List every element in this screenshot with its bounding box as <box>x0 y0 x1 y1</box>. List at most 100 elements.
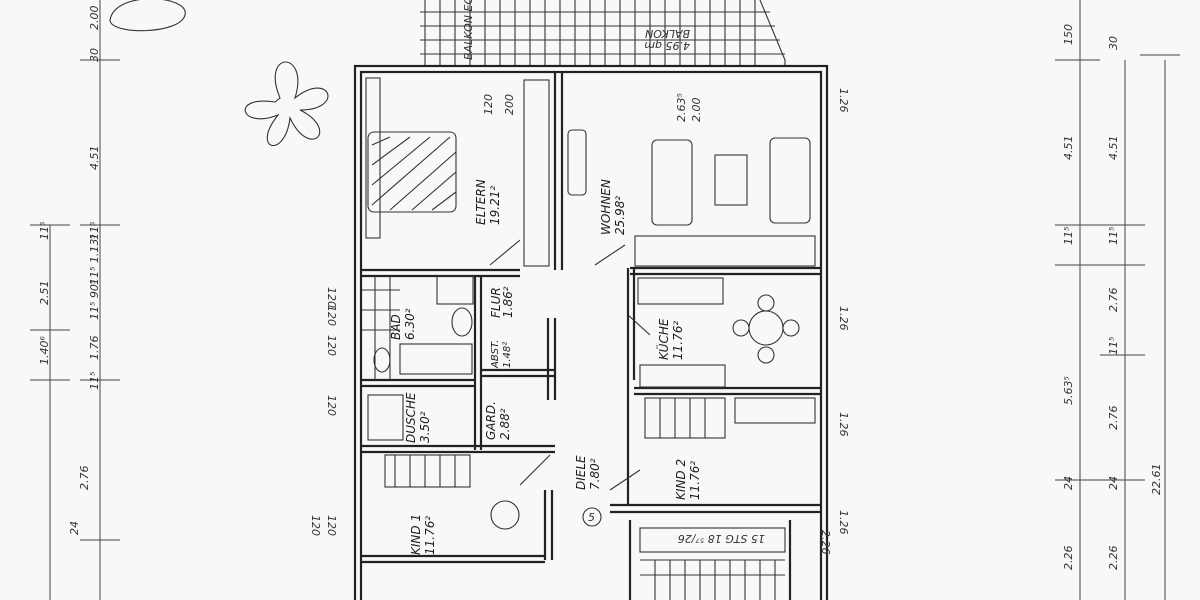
entrance-marker <box>582 507 602 527</box>
window-height-r5: 2.26 <box>819 530 832 555</box>
svg-text:ELTERN: ELTERN <box>474 179 488 225</box>
sofa-left <box>651 139 693 226</box>
svg-text:11⁵: 11⁵ <box>38 222 51 240</box>
svg-text:3.50²: 3.50² <box>418 411 432 443</box>
window-height-r3: 1.26 <box>837 412 850 437</box>
svg-text:ABST.: ABST. <box>490 340 501 369</box>
svg-text:24: 24 <box>1107 476 1120 490</box>
svg-text:1.40⁶: 1.40⁶ <box>38 336 51 365</box>
left-dimensions: 2.00 30 4.51 11⁵ 2.51 11⁵ 1.40⁶ 11⁵ 90⁵ … <box>38 6 101 536</box>
balcony-left-label: BALKON EG <box>462 0 475 60</box>
fireplace <box>567 129 587 196</box>
window-height-r4: 1.26 <box>837 510 850 535</box>
sofa-right <box>769 137 811 224</box>
svg-text:BALKON: BALKON <box>645 27 690 40</box>
svg-text:WOHNEN: WOHNEN <box>599 179 613 235</box>
svg-text:11.76²: 11.76² <box>671 321 685 360</box>
window-height-r1: 1.26 <box>837 88 850 113</box>
svg-text:2.76: 2.76 <box>1107 406 1120 431</box>
stair-label: 15 STG 18 ⁵⁷/26 <box>678 532 765 545</box>
svg-text:2.26: 2.26 <box>1107 546 1120 571</box>
dim-200b: 2.00 <box>690 98 703 123</box>
svg-text:6.30²: 6.30² <box>403 308 417 340</box>
svg-text:11⁵: 11⁵ <box>1107 337 1120 355</box>
coffee-table <box>714 154 748 206</box>
window-height-l3: 120 <box>325 335 338 356</box>
walls <box>353 64 829 600</box>
svg-text:11.76²: 11.76² <box>423 516 437 555</box>
dining-table <box>748 310 784 346</box>
svg-text:24: 24 <box>68 521 81 535</box>
bathtub <box>399 343 473 375</box>
svg-text:2.76: 2.76 <box>78 466 91 491</box>
svg-text:19.21²: 19.21² <box>488 186 502 225</box>
svg-text:22.61: 22.61 <box>1150 464 1163 496</box>
svg-text:24: 24 <box>1062 476 1075 490</box>
svg-text:GARD.: GARD. <box>484 401 498 440</box>
dim-200: 200 <box>503 94 516 115</box>
kind1-desk-shelf <box>384 454 471 488</box>
svg-text:25.98²: 25.98² <box>613 196 627 235</box>
svg-text:2.26: 2.26 <box>1062 546 1075 571</box>
window-height-r2: 1.26 <box>837 306 850 331</box>
svg-text:11⁵ 1.13⁵: 11⁵ 1.13⁵ <box>88 234 101 285</box>
staircase <box>639 527 786 600</box>
window-height-l4: 120 <box>325 395 338 416</box>
svg-text:11⁵: 11⁵ <box>88 222 101 240</box>
svg-text:1.76: 1.76 <box>88 336 101 361</box>
svg-text:DUSCHE: DUSCHE <box>404 392 418 443</box>
dim-263: 2.63⁵ <box>675 93 688 122</box>
svg-text:11⁵: 11⁵ <box>88 372 101 390</box>
svg-text:11⁵ 90⁵: 11⁵ 90⁵ <box>88 280 101 320</box>
kind2-shelf <box>644 397 726 439</box>
entrance-mark: 5 <box>588 511 595 524</box>
svg-text:4.51: 4.51 <box>88 146 101 171</box>
svg-text:5.63⁵: 5.63⁵ <box>1062 376 1075 405</box>
kitchen-counter <box>637 277 724 305</box>
svg-text:4.95 qm: 4.95 qm <box>644 39 690 52</box>
wardrobe <box>523 79 550 267</box>
svg-text:11.76²: 11.76² <box>688 461 702 500</box>
svg-text:1.48²: 1.48² <box>502 342 513 368</box>
shower <box>367 394 404 441</box>
window-height-l1: 120 <box>325 287 338 308</box>
svg-text:11⁵: 11⁵ <box>1062 227 1075 245</box>
room-label-abst: ABST.1.48² <box>490 340 513 369</box>
dresser <box>365 77 381 239</box>
balcony-tiles <box>420 0 786 65</box>
svg-text:30: 30 <box>1107 36 1120 50</box>
toilet <box>373 347 391 373</box>
svg-text:2.88²: 2.88² <box>498 408 512 440</box>
washbasin <box>451 307 473 337</box>
right-dimensions: 150 4.51 11⁵ 5.63⁵ 24 2.26 30 4.51 11⁵ 2… <box>1062 24 1163 570</box>
svg-text:KÜCHE: KÜCHE <box>655 318 671 360</box>
furniture <box>361 77 816 530</box>
svg-text:2.76: 2.76 <box>1107 288 1120 313</box>
svg-text:4.51: 4.51 <box>1062 136 1075 161</box>
room-label-gard: GARD.2.88² <box>484 401 512 440</box>
svg-text:2.00: 2.00 <box>88 6 101 31</box>
dim-120: 120 <box>482 94 495 115</box>
svg-text:30: 30 <box>88 48 101 62</box>
svg-text:FLUR: FLUR <box>489 287 503 318</box>
svg-text:4.51: 4.51 <box>1107 136 1120 161</box>
svg-text:11⁵: 11⁵ <box>1107 227 1120 245</box>
svg-text:150: 150 <box>1062 24 1075 45</box>
window-height-l2: 120 <box>325 305 338 326</box>
window-height-l6: 120 <box>309 515 322 536</box>
tree-symbol <box>109 0 329 146</box>
svg-text:1.86²: 1.86² <box>501 286 515 318</box>
kind1-table <box>490 500 520 530</box>
svg-text:KIND 1: KIND 1 <box>409 514 423 555</box>
